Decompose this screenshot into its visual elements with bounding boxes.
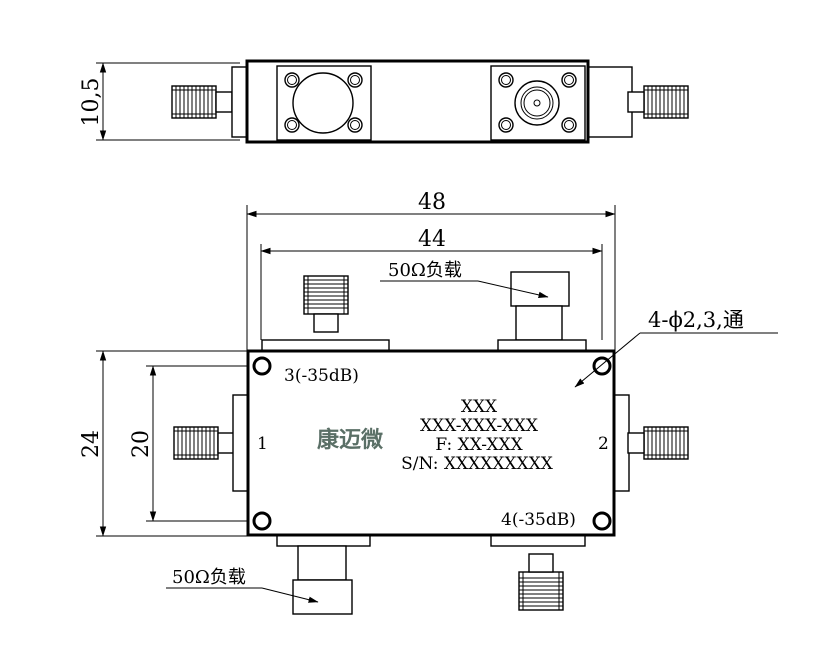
label-model: XXX xyxy=(461,397,498,417)
port-2-label: 2 xyxy=(598,434,609,454)
sma-connector-icon xyxy=(303,275,349,333)
connector-flange xyxy=(585,66,633,138)
sma-connector-icon xyxy=(173,426,235,460)
top-view: 10,5 xyxy=(79,59,689,144)
load-body xyxy=(292,579,353,615)
leader-line xyxy=(261,587,319,603)
height-dimension-label: 10,5 xyxy=(79,78,104,127)
mounting-hole-icon xyxy=(284,72,363,133)
sma-connector-icon xyxy=(514,80,560,126)
overall-width-label: 24 xyxy=(79,430,104,458)
sma-connector-icon xyxy=(171,85,233,119)
label-frequency: F: XX-XXX xyxy=(435,435,523,455)
leader-line xyxy=(477,280,549,299)
load-body xyxy=(515,305,563,341)
load-body xyxy=(510,271,570,307)
brand-logo: 康迈微 xyxy=(317,427,383,453)
overall-length-label: 48 xyxy=(418,190,446,215)
connector-flange xyxy=(232,394,249,492)
front-view: 48 44 24 20 xyxy=(79,190,778,615)
load-body xyxy=(292,72,354,134)
mounting-hole-icon xyxy=(498,72,577,133)
sma-connector-icon xyxy=(627,85,689,119)
connector-flange xyxy=(261,339,390,352)
sma-connector-icon xyxy=(627,426,689,460)
connector-flange xyxy=(497,339,587,352)
leader-line xyxy=(574,332,641,388)
port-1-label: 1 xyxy=(257,434,268,454)
load-bottom-label: 50Ω负载 xyxy=(172,567,246,588)
port-4-label: 4(-35dB) xyxy=(501,510,576,530)
hole-pitch-label: 20 xyxy=(129,430,154,458)
connector-flange xyxy=(276,534,371,547)
housing-front xyxy=(246,349,616,537)
load-top-label: 50Ω负载 xyxy=(388,260,462,281)
label-serial: S/N: XXXXXXXXX xyxy=(401,454,554,474)
connector-flange xyxy=(613,394,630,492)
connector-flange xyxy=(490,534,586,547)
mounting-hole-callout: 4-ϕ2,3,通 xyxy=(648,308,744,332)
sma-connector-icon xyxy=(518,553,564,611)
load-body xyxy=(297,545,347,581)
port-3-label: 3(-35dB) xyxy=(284,366,359,386)
body-length-label: 44 xyxy=(418,227,446,252)
label-part-number: XXX-XXX-XXX xyxy=(420,416,539,436)
